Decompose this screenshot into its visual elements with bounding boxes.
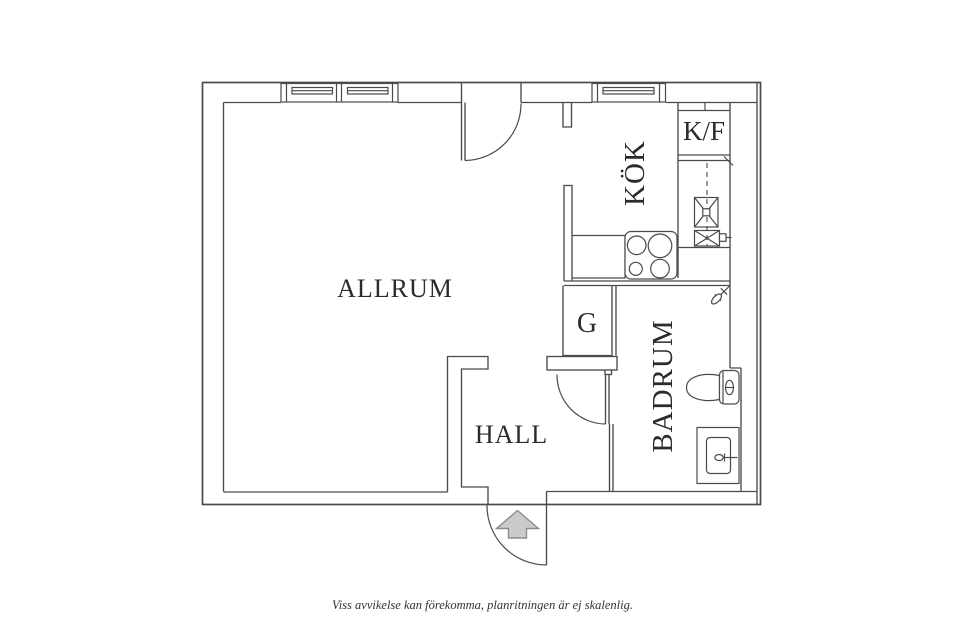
entrance-door-icon (486, 504, 548, 566)
kitchen-counter (572, 234, 626, 279)
room-label-hall: HALL (475, 420, 548, 449)
shower-mixer-icon (710, 285, 730, 305)
interior-walls (446, 102, 742, 492)
stove-icon (624, 230, 678, 280)
hall-west-wall (446, 355, 489, 492)
bathroom-door-icon (556, 374, 610, 425)
washbasin-icon (696, 426, 740, 485)
entrance-arrow-icon (494, 509, 541, 539)
toilet-icon (685, 369, 740, 405)
exterior-walls (201, 81, 762, 506)
closet-g-outline (562, 285, 613, 357)
room-label-kf: K/F (683, 116, 725, 146)
room-label-kok: KÖK (619, 140, 651, 206)
fridge-freezer-cabinet (677, 102, 734, 278)
room-label-badrum: BADRUM (647, 319, 679, 452)
room-label-allrum: ALLRUM (337, 274, 453, 303)
caption-disclaimer: Viss avvikelse kan förekomma, planritnin… (332, 598, 633, 612)
balcony-door-icon (460, 82, 522, 162)
room-label-g: G (577, 308, 597, 339)
bathroom-threshold (546, 355, 618, 371)
window-living-room-icon (280, 82, 399, 103)
sink-unit-icon (693, 196, 732, 247)
window-kitchen-icon (591, 82, 667, 103)
